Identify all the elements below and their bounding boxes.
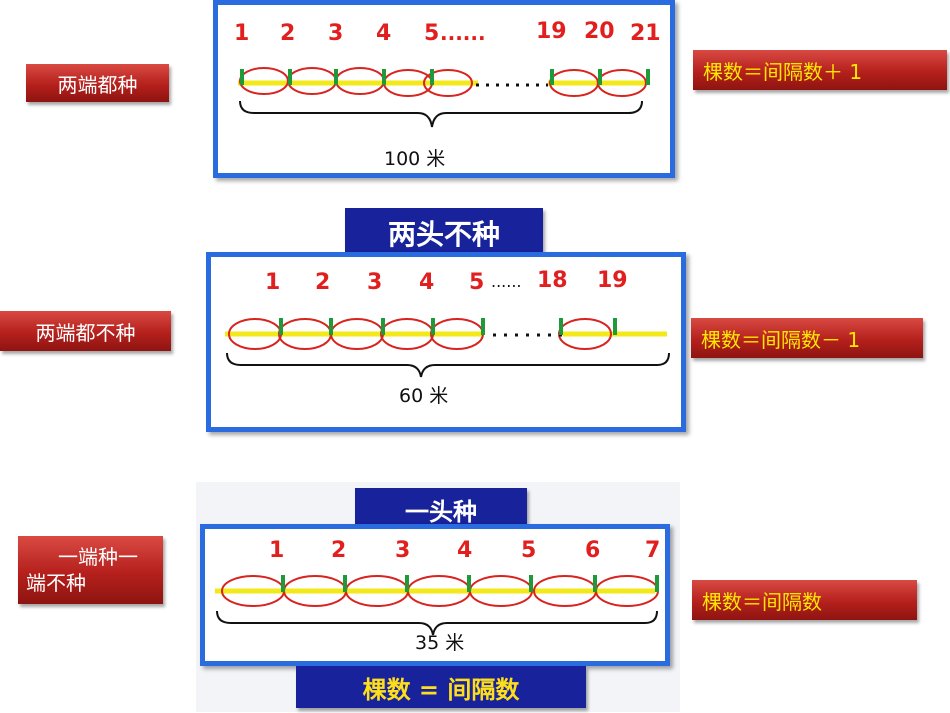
- banner-neither-end: 两头不种: [345, 208, 543, 258]
- diagram-both-ends: 1 2 3 4 5 ...... 19 20 21: [234, 19, 661, 170]
- banner-text: 两头不种: [387, 218, 500, 251]
- distance-label: 100 米: [384, 148, 445, 170]
- left-label-neither-end: 两端都不种: [0, 311, 171, 351]
- tree-number: 2: [280, 21, 295, 46]
- bottom-formula-banner: 棵数 = 间隔数: [296, 666, 586, 708]
- interval-ellipse: [423, 69, 473, 97]
- tree-number: 5: [424, 21, 439, 46]
- distance-brace: [239, 100, 643, 128]
- diagram-panel-one-end: 1 2 3 4 5 6 7 35 米: [200, 524, 670, 666]
- formula-text: 棵数＝间隔数: [702, 589, 822, 614]
- diagram-panel-both-ends: 1 2 3 4 5 ...... 19 20 21: [213, 0, 675, 178]
- tree-number: 4: [419, 270, 434, 295]
- distance-label: 35 米: [415, 632, 464, 654]
- tree-number: 3: [367, 270, 382, 295]
- diagram-neither-end: 1 2 3 4 5 ...... 18 19 60 米: [225, 268, 670, 407]
- tree-number: 6: [585, 538, 600, 563]
- formula-plus-one: 棵数＝间隔数＋ 1: [693, 50, 947, 90]
- dots-text: ......: [491, 272, 522, 291]
- tree-number: 5: [469, 270, 484, 295]
- left-label-line1: 一端种一: [58, 545, 138, 569]
- distance-brace: [216, 610, 658, 636]
- tree-number: 4: [376, 21, 391, 46]
- tree-number: 3: [395, 538, 410, 563]
- left-label-text: 两端都种: [57, 72, 138, 97]
- banner-text: 一头种: [405, 496, 477, 526]
- tree-number: 7: [645, 538, 660, 563]
- tree-number: 21: [630, 21, 661, 46]
- distance-brace: [226, 352, 670, 378]
- tree-number: 4: [457, 538, 472, 563]
- left-label-one-end: 一端种一 端不种: [18, 536, 163, 604]
- tree-marks: [279, 318, 617, 335]
- left-label-text: 两端都不种: [35, 320, 136, 345]
- banner-one-end: 一头种: [355, 488, 527, 530]
- formula-minus-one: 棵数＝间隔数－ 1: [691, 318, 923, 358]
- tree-number: 5: [521, 538, 536, 563]
- formula-text: 棵数＝间隔数＋ 1: [703, 59, 863, 84]
- tree-number: 1: [234, 21, 249, 46]
- tree-number: 1: [265, 270, 280, 295]
- left-label-both-ends: 两端都种: [26, 64, 169, 102]
- formula-text: 棵数＝间隔数－ 1: [701, 327, 861, 352]
- diagram-panel-neither-end: 1 2 3 4 5 ...... 18 19 60 米: [206, 252, 686, 432]
- tree-marks: [281, 575, 659, 592]
- tree-number: 18: [537, 268, 568, 293]
- tree-number: 20: [584, 19, 615, 44]
- tree-number: 19: [536, 19, 567, 44]
- formula-equal: 棵数＝间隔数: [692, 580, 917, 620]
- bottom-formula-text: 棵数 = 间隔数: [362, 675, 520, 704]
- distance-label: 60 米: [399, 385, 448, 407]
- tree-number: 3: [328, 21, 343, 46]
- left-label-line2: 端不种: [26, 571, 86, 595]
- tree-number: 2: [315, 270, 330, 295]
- tree-number: 19: [597, 268, 628, 293]
- diagram-one-end: 1 2 3 4 5 6 7 35 米: [215, 538, 660, 654]
- tree-number: 2: [331, 538, 346, 563]
- dots-text: ......: [440, 21, 486, 45]
- tree-number: 1: [269, 538, 284, 563]
- tree-marks: [240, 69, 650, 85]
